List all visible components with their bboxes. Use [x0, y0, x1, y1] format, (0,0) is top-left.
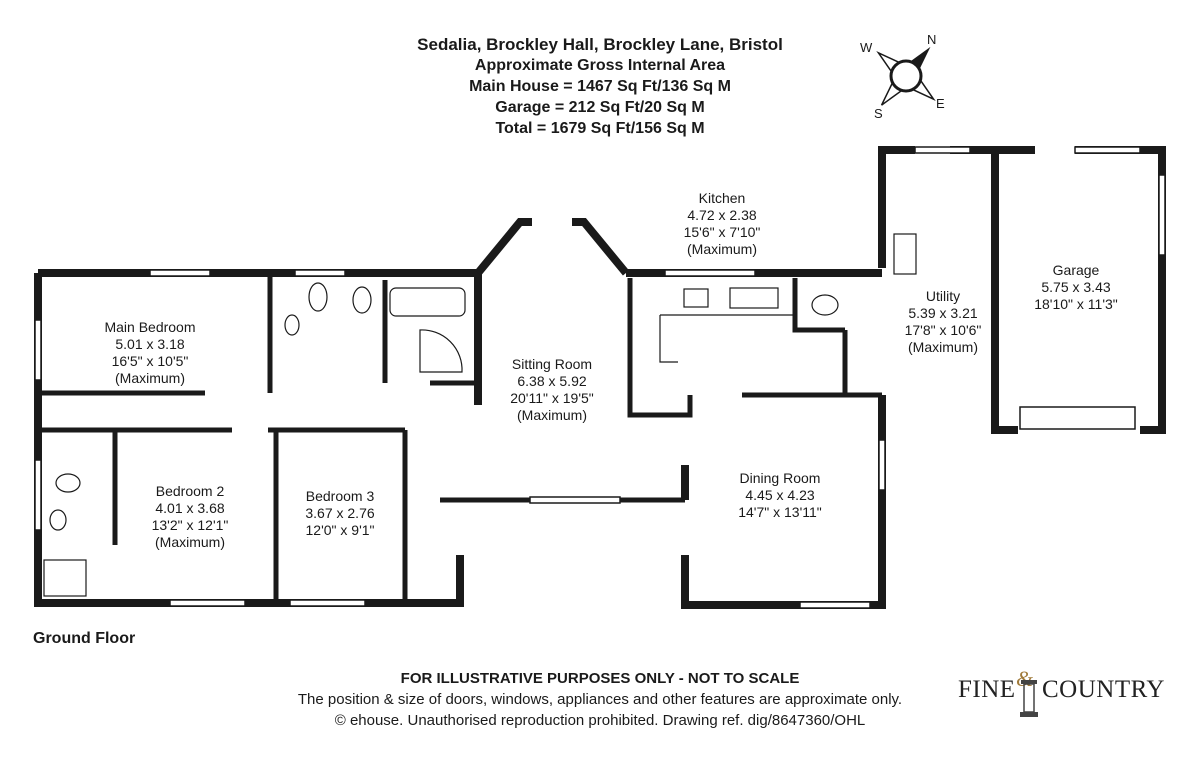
garage-name: Garage: [1052, 262, 1100, 278]
sitting-imperial: 20'11" x 19'5": [510, 390, 594, 406]
window-dining: [799, 601, 871, 609]
plan-footer: FOR ILLUSTRATIVE PURPOSES ONLY - NOT TO …: [260, 668, 940, 731]
window-garage: [1074, 146, 1141, 154]
toilet-ensuite: [55, 473, 81, 493]
wall-garage-left: [991, 150, 1018, 434]
bedroom2-name: Bedroom 2: [155, 483, 225, 499]
plan-header: Sedalia, Brockley Hall, Brockley Lane, B…: [300, 34, 900, 139]
compass-e: E: [936, 96, 945, 111]
room-sitting: Sitting Room 6.38 x 5.92 20'11" x 19'5" …: [482, 356, 622, 424]
column-icon: [1020, 680, 1038, 717]
room-utility: Utility 5.39 x 3.21 17'8" x 10'6" (Maxim…: [873, 288, 1013, 356]
brand-country: COUNTRY: [1042, 676, 1165, 703]
garage-door: [1019, 406, 1136, 430]
compass: N E S W: [856, 32, 956, 122]
kitchen-sink: [729, 287, 779, 309]
fine-country-logo: FINE & COUNTRY: [958, 666, 1164, 724]
garage-area: Garage = 212 Sq Ft/20 Sq M: [495, 99, 705, 116]
room-kitchen: Kitchen 4.72 x 2.38 15'6" x 7'10" (Maxim…: [652, 190, 792, 258]
window-bedroom2: [169, 599, 246, 607]
utility-note: (Maximum): [908, 339, 978, 355]
toilet-2: [352, 286, 372, 314]
bedroom2-note: (Maximum): [155, 534, 225, 550]
brand-fine: FINE: [958, 676, 1016, 703]
windows: [34, 146, 1166, 609]
room-dining: Dining Room 4.45 x 4.23 14'7" x 13'11": [710, 470, 850, 521]
sitting-metric: 6.38 x 5.92: [517, 373, 587, 389]
main-house-area: Main House = 1467 Sq Ft/136 Sq M: [469, 78, 731, 95]
wall-dining-outer: [681, 395, 886, 609]
bedroom3-imperial: 12'0" x 9'1": [305, 522, 375, 538]
wall-wc: [792, 278, 845, 333]
bedroom2-metric: 4.01 x 3.68: [155, 500, 225, 516]
room-bedroom3: Bedroom 3 3.67 x 2.76 12'0" x 9'1": [270, 488, 410, 539]
window-ensuite-side: [34, 459, 42, 531]
interior-walls: [38, 273, 882, 600]
main-bedroom-metric: 5.01 x 3.18: [115, 336, 185, 352]
kitchen-metric: 4.72 x 2.38: [687, 207, 757, 223]
compass-s: S: [874, 106, 883, 121]
footer-disclaimer: The position & size of doors, windows, a…: [297, 691, 903, 708]
basin-ensuite: [49, 509, 67, 531]
wall-kitchen-left: [627, 278, 693, 418]
dining-imperial: 14'7" x 13'11": [738, 504, 822, 520]
compass-w: W: [860, 40, 873, 55]
basin-bathroom: [284, 314, 300, 336]
shower: [419, 329, 463, 373]
wall-bay-right: [572, 218, 630, 276]
toilet-bathroom: [308, 282, 328, 312]
main-bedroom-note: (Maximum): [115, 370, 185, 386]
window-main-bedroom-side: [34, 319, 42, 381]
dining-metric: 4.45 x 4.23: [745, 487, 815, 503]
utility-metric: 5.39 x 3.21: [908, 305, 978, 321]
wall-utility-left: [878, 146, 915, 268]
kitchen-imperial: 15'6" x 7'10": [683, 224, 761, 240]
window-dining-side: [878, 439, 886, 491]
floor-name: Ground Floor: [33, 630, 136, 647]
bedroom2-imperial: 13'2" x 12'1": [151, 517, 229, 533]
utility-sink: [893, 233, 917, 275]
kitchen-name: Kitchen: [698, 190, 746, 206]
kitchen-note: (Maximum): [687, 241, 757, 257]
dining-name: Dining Room: [739, 470, 821, 486]
window-bathroom: [294, 269, 346, 277]
window-kitchen: [664, 269, 756, 277]
garage-metric: 5.75 x 3.43: [1041, 279, 1111, 295]
bedroom3-name: Bedroom 3: [305, 488, 375, 504]
kitchen-worktop: [659, 314, 795, 363]
sitting-name: Sitting Room: [511, 356, 593, 372]
main-bedroom-name: Main Bedroom: [104, 319, 196, 335]
bath-tub: [389, 287, 466, 317]
footer-warning: FOR ILLUSTRATIVE PURPOSES ONLY - NOT TO …: [400, 670, 800, 687]
utility-imperial: 17'8" x 10'6": [904, 322, 982, 338]
compass-rose-icon: [876, 46, 936, 106]
bedroom3-metric: 3.67 x 2.76: [305, 505, 375, 521]
shower-ensuite: [43, 559, 87, 597]
window-bedroom3: [289, 599, 366, 607]
wall-bay-left: [474, 218, 532, 276]
hob: [683, 288, 709, 308]
area-title: Approximate Gross Internal Area: [474, 57, 726, 74]
window-utility: [914, 146, 971, 154]
window-garage-side: [1158, 174, 1166, 256]
compass-ring: [889, 59, 923, 93]
fixtures: [43, 233, 917, 597]
total-area: Total = 1679 Sq Ft/156 Sq M: [495, 120, 705, 137]
room-garage: Garage 5.75 x 3.43 18'10" x 11'3": [1006, 262, 1146, 313]
garage-imperial: 18'10" x 11'3": [1034, 296, 1118, 312]
main-bedroom-imperial: 16'5" x 10'5": [111, 353, 189, 369]
window-main-bedroom: [149, 269, 211, 277]
address-title: Sedalia, Brockley Hall, Brockley Lane, B…: [417, 35, 783, 54]
room-main-bedroom: Main Bedroom 5.01 x 3.18 16'5" x 10'5" (…: [80, 319, 220, 387]
compass-n: N: [927, 32, 937, 47]
footer-copyright: © ehouse. Unauthorised reproduction proh…: [334, 712, 866, 729]
toilet-wc: [811, 294, 839, 316]
window-sitting: [529, 496, 621, 504]
wall-left-outer: [34, 273, 464, 607]
utility-name: Utility: [925, 288, 961, 304]
sitting-note: (Maximum): [517, 407, 587, 423]
room-bedroom2: Bedroom 2 4.01 x 3.68 13'2" x 12'1" (Max…: [120, 483, 260, 551]
